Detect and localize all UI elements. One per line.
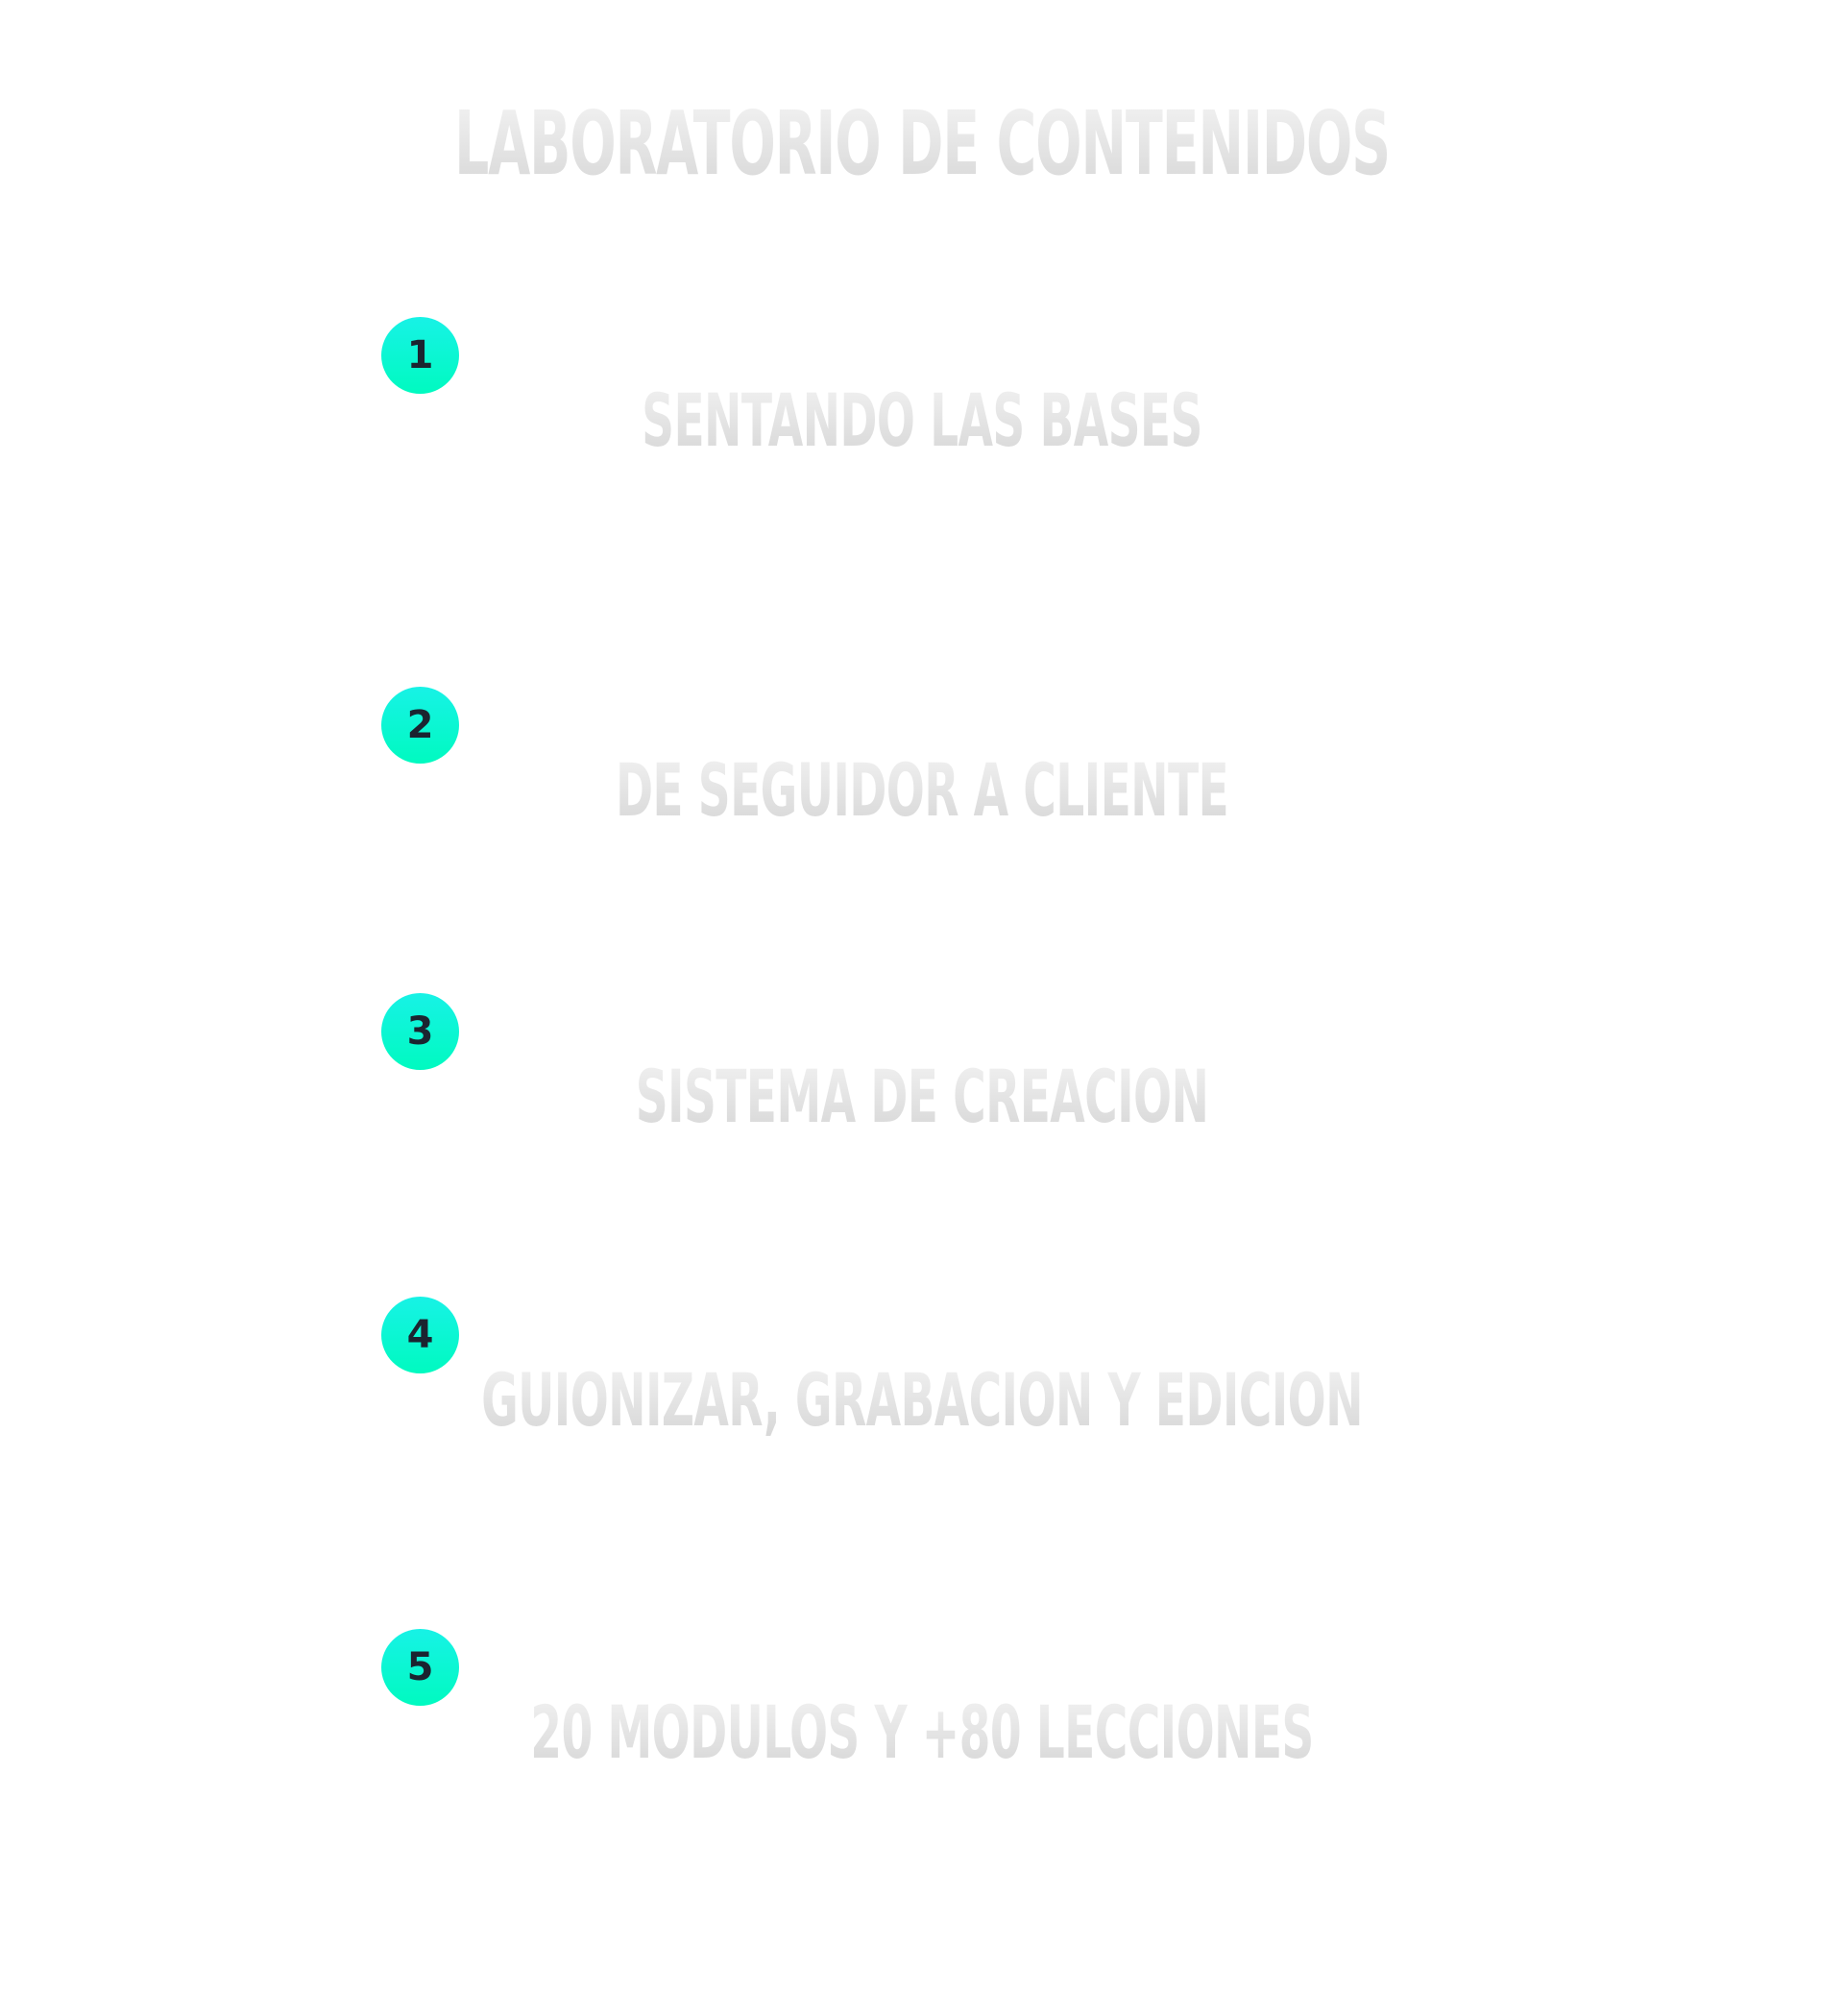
- module-title: SENTANDO LAS BASES: [351, 377, 1493, 464]
- module-number-badge: 2: [381, 687, 459, 764]
- module-title: SISTEMA DE CREACION: [351, 1054, 1493, 1140]
- module-title: 20 MODULOS Y +80 LECCIONES: [351, 1689, 1493, 1776]
- module-number-badge: 3: [381, 993, 459, 1070]
- module-number-badge: 5: [381, 1629, 459, 1706]
- module-number-badge: 4: [381, 1297, 459, 1373]
- module-title: DE SEGUIDOR A CLIENTE: [351, 747, 1493, 834]
- module-title: GUIONIZAR, GRABACION Y EDICION: [351, 1357, 1493, 1444]
- page-title: LABORATORIO DE CONTENIDOS: [351, 91, 1493, 197]
- module-number-badge: 1: [381, 317, 459, 394]
